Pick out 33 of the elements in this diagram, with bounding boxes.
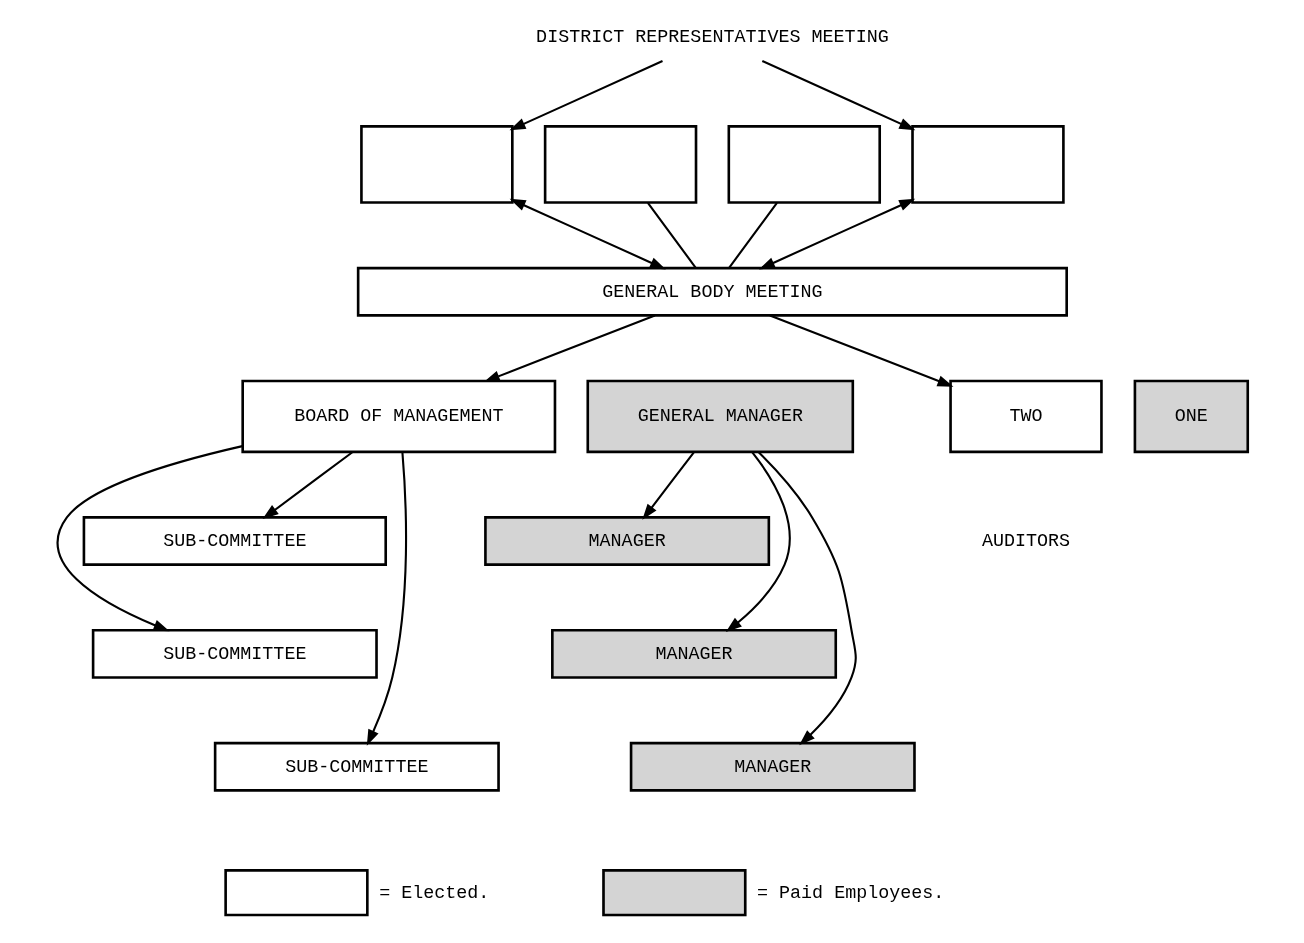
arrow <box>761 60 915 131</box>
node-box: MANAGER <box>629 741 916 792</box>
node-box: MANAGER <box>550 628 837 679</box>
legend-label: = Paid Employees. <box>756 882 944 904</box>
arrow <box>757 451 857 746</box>
connector <box>727 202 778 269</box>
node-box: MANAGER <box>483 516 770 566</box>
arrow <box>262 451 353 520</box>
arrow <box>509 60 663 131</box>
node-text: DISTRICT REPRESENTATIVES MEETING <box>535 27 889 49</box>
connector <box>646 202 697 269</box>
arrow <box>758 198 915 270</box>
node-box <box>910 125 1065 204</box>
node-box: GENERAL BODY MEETING <box>356 266 1068 317</box>
arrow <box>769 314 953 387</box>
node-box: BOARD OF MANAGEMENT <box>240 379 556 454</box>
legend-label: = Elected. <box>378 882 489 904</box>
node-box: SUB-COMMITTEE <box>91 628 378 679</box>
arrow <box>366 451 407 746</box>
arrow <box>483 314 655 382</box>
arrow <box>641 451 695 520</box>
node-box <box>727 125 881 204</box>
label: AUDITORS <box>981 530 1070 552</box>
arrow <box>56 445 243 632</box>
arrow <box>509 198 666 270</box>
node-box: SUB-COMMITTEE <box>213 741 500 792</box>
arrow <box>725 451 791 633</box>
node-box: SUB-COMMITTEE <box>82 516 387 566</box>
node-box: GENERAL MANAGER <box>585 379 854 454</box>
node-box <box>359 125 514 204</box>
node-box <box>543 125 697 204</box>
node-box: ONE <box>1133 379 1249 454</box>
node-box: TWO <box>948 379 1103 454</box>
